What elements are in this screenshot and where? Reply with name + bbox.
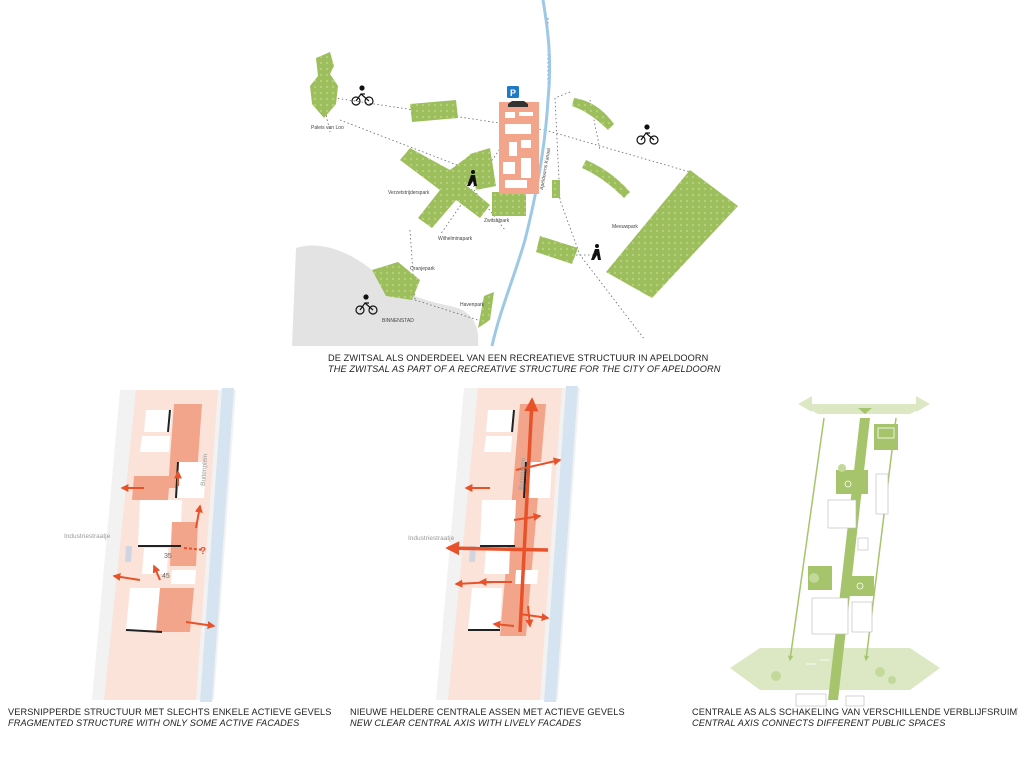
- diagram1-caption-nl: VERSNIPPERDE STRUCTUUR MET SLECHTS ENKEL…: [8, 707, 332, 717]
- park-meeuwpark: [606, 170, 738, 298]
- short-arrows: [112, 470, 216, 630]
- bicycle-icon: [355, 294, 378, 315]
- diagram2-caption-nl: NIEUWE HELDERE CENTRALE ASSEN MET ACTIEV…: [350, 707, 625, 717]
- street-label: Industriestraatje: [64, 533, 111, 540]
- park-curve-1: [572, 98, 614, 130]
- label-oranjepark: Oranjepark: [410, 266, 435, 272]
- pedestrian-icon: [467, 170, 477, 186]
- park-strip-1: [410, 100, 458, 122]
- dark-facades: [468, 409, 527, 631]
- dashed-arrow: [183, 547, 205, 551]
- label-paleis-van-loo: Paleis van Loo: [311, 125, 344, 131]
- diagram3-caption-en: CENTRAL AXIS CONNECTS DIFFERENT PUBLIC S…: [692, 718, 946, 728]
- park-paleis-van-loo: [310, 52, 338, 118]
- number-35: 35: [164, 553, 172, 560]
- dark-facades: [125, 409, 181, 633]
- number-45: 45: [162, 573, 170, 580]
- street-label: Industriestraatje: [408, 535, 455, 542]
- park-small-1: [552, 180, 560, 198]
- main-axes: [445, 397, 549, 633]
- bench-icon: [806, 427, 895, 665]
- parks: [310, 52, 738, 328]
- park-verzetstrijders: [400, 148, 490, 228]
- bicycle-icon: [351, 85, 374, 106]
- diagram1-caption-en: FRAGMENTED STRUCTURE WITH ONLY SOME ACTI…: [8, 718, 300, 728]
- diagram3-caption: CENTRALE AS ALS SCHAKELING VAN VERSCHILL…: [692, 707, 1018, 729]
- buildings: [468, 404, 552, 636]
- city-centre-area: [292, 245, 479, 346]
- parking-label: P: [510, 88, 516, 98]
- site-buildings: [795, 473, 889, 707]
- park-curve-2: [582, 160, 630, 198]
- park-small-2: [536, 236, 578, 264]
- label-wilhelminapark: Wilhelminapark: [438, 236, 473, 242]
- lane-label: Buitenplein: [518, 457, 527, 490]
- label-meeuwpark: Meeuwpark: [612, 224, 638, 230]
- label-havenpark: Havenpark: [460, 302, 485, 308]
- secondary-arrows: [454, 457, 562, 629]
- park-oranje: [372, 262, 420, 300]
- question-mark: ?: [200, 546, 206, 557]
- park-zwitsal: [492, 192, 526, 216]
- diagram2-caption: NIEUWE HELDERE CENTRALE ASSEN MET ACTIEV…: [350, 707, 625, 729]
- map-caption: DE ZWITSAL ALS ONDERDEEL VAN EEN RECREAT…: [328, 353, 721, 375]
- diagram3-caption-nl: CENTRALE AS ALS SCHAKELING VAN VERSCHILL…: [692, 707, 1018, 717]
- diagram-public-spaces: [730, 396, 940, 707]
- park-strip-2: [470, 148, 496, 190]
- car-icon: [508, 101, 528, 107]
- label-verzetstrijderspark: Verzetstrijderspark: [388, 190, 430, 196]
- label-binnenstad: BINNENSTAD: [382, 318, 414, 324]
- bicycle-icon: [636, 124, 659, 145]
- map-caption-en: THE ZWITSAL AS PART OF A RECREATIVE STRU…: [328, 364, 721, 374]
- diagram1-caption: VERSNIPPERDE STRUCTUUR MET SLECHTS ENKEL…: [8, 707, 332, 729]
- lane-label: Buitenplein: [200, 453, 209, 486]
- recreation-map: P Paleis van Lo: [292, 0, 738, 347]
- pedestrian-icon: [591, 244, 601, 260]
- tree-icon: [771, 464, 896, 684]
- label-zwitsalpark: Zwitsalpark: [484, 218, 510, 224]
- canal: [490, 0, 552, 347]
- map-caption-nl: DE ZWITSAL ALS ONDERDEEL VAN EEN RECREAT…: [328, 353, 709, 363]
- diagram-central-axis: Industriestraatje Buitenplein: [408, 386, 580, 702]
- buildings: [125, 404, 206, 632]
- park-haven: [478, 292, 494, 328]
- zwitsal-site: [499, 102, 539, 194]
- parking-icon: P: [507, 86, 519, 98]
- diagram-fragmented: ? Industriestraatje Buitenplein 35 45: [64, 388, 236, 702]
- diagram2-caption-en: NEW CLEAR CENTRAL AXIS WITH LIVELY FACAD…: [350, 718, 582, 728]
